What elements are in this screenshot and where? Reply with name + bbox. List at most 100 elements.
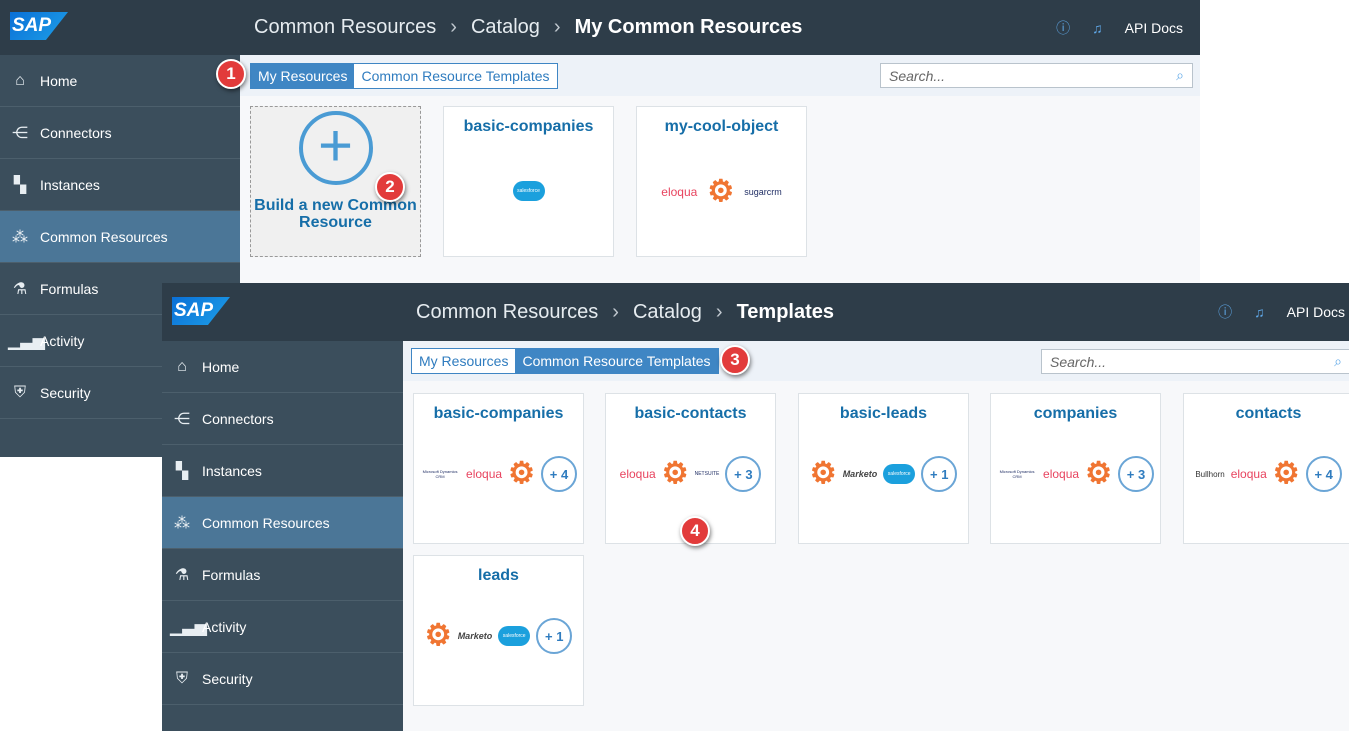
chevron-right-icon: › <box>450 16 457 38</box>
eloqua-logo: eloqua <box>661 185 698 199</box>
tab-templates[interactable]: Common Resource Templates <box>354 64 557 88</box>
search-placeholder: Search... <box>1050 354 1107 370</box>
sidebar-item-instances[interactable]: ▚ Instances <box>162 445 403 497</box>
help-icon[interactable]: ⓘ <box>1056 19 1071 36</box>
salesforce-logo: salesforce <box>498 626 531 646</box>
search-placeholder: Search... <box>889 68 946 84</box>
hubspot-logo: ⚙ <box>661 457 689 490</box>
help-icon[interactable]: ⓘ <box>1218 304 1233 320</box>
sidebar-item-home[interactable]: ⌂ Home <box>162 341 403 393</box>
share-icon: ⋲ <box>174 410 190 428</box>
hubspot-logo: ⚙ <box>1272 457 1300 490</box>
marketo-logo: Marketo <box>842 469 878 479</box>
sidebar-item-home[interactable]: ⌂ Home <box>0 55 240 107</box>
search-input[interactable]: Search... ⌕ <box>1041 349 1349 374</box>
resource-tabs: My Resources Common Resource Templates <box>250 63 558 89</box>
bell-icon[interactable]: ♫ <box>1254 304 1265 320</box>
home-icon: ⌂ <box>177 357 187 375</box>
build-label: Build a new Common Resource <box>254 197 417 231</box>
more-connectors-badge: + 1 <box>536 618 573 654</box>
home-icon: ⌂ <box>15 71 25 89</box>
hubspot-logo: ⚙ <box>809 457 837 490</box>
sidebar-item-label: Connectors <box>40 124 112 141</box>
step-badge-4: 4 <box>680 516 710 546</box>
tab-my-resources[interactable]: My Resources <box>412 349 516 373</box>
api-docs-link[interactable]: API Docs <box>1124 19 1183 36</box>
resource-tabs: My Resources Common Resource Templates <box>411 348 719 374</box>
bar-chart-icon: ▁▃▅ <box>8 332 45 350</box>
card-title: basic-contacts <box>634 405 747 422</box>
card-title: leads <box>478 567 519 584</box>
step-badge-1: 1 <box>216 59 246 89</box>
card-title: contacts <box>1235 405 1302 422</box>
sidebar-item-formulas[interactable]: ⚗Formulas <box>162 549 403 601</box>
sidebar-item-label: Common Resources <box>202 514 330 531</box>
hubspot-logo: ⚙ <box>707 175 735 208</box>
breadcrumb: Common Resources› Catalog› My Common Res… <box>254 0 802 55</box>
resource-card[interactable]: my-cool-object eloqua⚙sugarcrm <box>636 106 807 257</box>
template-card[interactable]: basic-leads ⚙ Marketo salesforce+ 1 <box>798 393 969 544</box>
marketo-logo: Marketo <box>457 631 493 641</box>
chevron-right-icon: › <box>553 16 561 38</box>
netsuite-logo: NETSUITE <box>694 471 720 477</box>
top-bar: SAP Common Resources› Catalog› My Common… <box>0 0 1200 55</box>
sidebar-item-connectors[interactable]: ⋲Connectors <box>162 393 403 445</box>
sidebar-item-label: Instances <box>202 462 262 479</box>
bar-chart-icon: ▁▃▅ <box>170 618 207 636</box>
sidebar-item-label: Formulas <box>202 566 261 583</box>
eloqua-logo: eloqua <box>1230 467 1267 481</box>
sidebar-item-label: Common Resources <box>40 228 168 245</box>
sidebar-item-instances[interactable]: ▚Instances <box>0 159 240 211</box>
plus-icon: + <box>298 111 373 185</box>
page-title: Templates <box>736 300 835 323</box>
search-icon[interactable]: ⌕ <box>1334 353 1342 369</box>
network-icon: ⁂ <box>12 228 28 246</box>
sidebar-item-formulas[interactable]: ⚗Formulas <box>0 263 240 315</box>
sidebar-item-label: Activity <box>40 332 85 349</box>
api-docs-link[interactable]: API Docs <box>1286 304 1345 320</box>
sidebar-item-connectors[interactable]: ⋲Connectors <box>0 107 240 159</box>
sidebar-item-label: Security <box>202 670 253 687</box>
sidebar-item-activity[interactable]: ▁▃▅Activity <box>162 601 403 653</box>
crumb-catalog[interactable]: Catalog <box>470 16 540 38</box>
templates-window: SAP Common Resources› Catalog› Templates… <box>162 283 1349 731</box>
sidebar-item-security[interactable]: ⛨Security <box>0 367 240 419</box>
crumb-common-resources[interactable]: Common Resources <box>416 300 599 323</box>
salesforce-logo: salesforce <box>883 464 916 484</box>
sidebar-item-common-resources[interactable]: ⁂ Common Resources <box>0 211 240 263</box>
breadcrumb: Common Resources › Catalog › Templates <box>416 283 834 341</box>
resource-card[interactable]: basic-companies salesforce <box>443 106 614 257</box>
search-input[interactable]: Search... ⌕ <box>880 63 1193 88</box>
ms-dynamics-logo: Microsoft Dynamics CRM <box>422 469 458 479</box>
sidebar-item-common-resources[interactable]: ⁂ Common Resources <box>162 497 403 549</box>
shield-icon: ⛨ <box>175 669 188 687</box>
instances-icon: ▚ <box>175 462 189 480</box>
hubspot-logo: ⚙ <box>508 457 535 490</box>
card-title: basic-leads <box>839 405 928 422</box>
crumb-catalog[interactable]: Catalog <box>632 300 702 323</box>
hubspot-logo: ⚙ <box>1085 457 1112 490</box>
crumb-common-resources[interactable]: Common Resources <box>254 16 437 38</box>
chevron-right-icon: › <box>715 300 723 323</box>
sidebar-item-activity[interactable]: ▁▃▅Activity <box>0 315 240 367</box>
chevron-right-icon: › <box>612 300 619 323</box>
ms-dynamics-logo: Microsoft Dynamics CRM <box>999 469 1035 479</box>
sidebar-item-label: Home <box>40 72 78 89</box>
more-connectors-badge: + 4 <box>1305 456 1342 492</box>
sidebar-item-label: Home <box>202 358 240 375</box>
network-icon: ⁂ <box>174 514 190 532</box>
sidebar-item-security[interactable]: ⛨ Security <box>162 653 403 705</box>
sidebar-item-label: Activity <box>202 618 247 635</box>
search-icon[interactable]: ⌕ <box>1176 67 1184 83</box>
tab-my-resources[interactable]: My Resources <box>251 64 355 88</box>
card-title: companies <box>1033 405 1118 422</box>
more-connectors-badge: + 1 <box>921 456 958 492</box>
more-connectors-badge: + 3 <box>1117 456 1154 492</box>
bell-icon[interactable]: ♫ <box>1092 19 1103 36</box>
step-badge-2: 2 <box>375 172 405 202</box>
tab-templates[interactable]: Common Resource Templates <box>515 349 718 373</box>
